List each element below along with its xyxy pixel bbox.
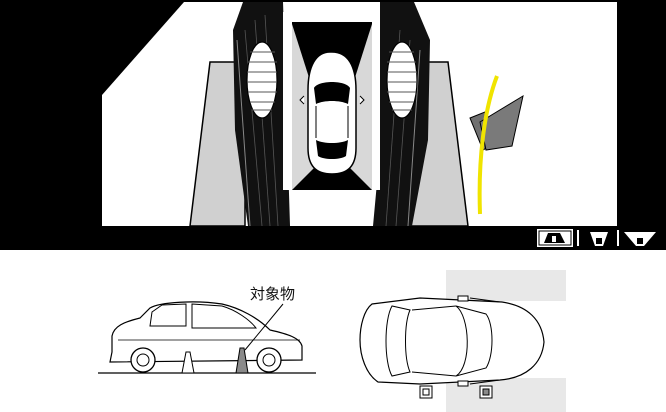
view-icons xyxy=(537,229,656,247)
right-side-view xyxy=(373,2,430,227)
ground-strip-left xyxy=(189,61,246,227)
guide-line xyxy=(477,75,499,215)
left-side-view xyxy=(233,2,290,227)
left-front-tire xyxy=(246,41,278,119)
object-leader-line xyxy=(244,303,284,351)
right-front-tire xyxy=(386,41,418,119)
object-label: 対象物 xyxy=(250,285,296,303)
rear-window xyxy=(316,140,348,159)
front-view-icon[interactable] xyxy=(590,232,608,246)
top-view-illustration xyxy=(359,270,566,412)
windshield xyxy=(314,82,350,104)
camera-display xyxy=(0,0,666,250)
side-cone-1 xyxy=(181,351,195,374)
side-cone-2 xyxy=(235,347,249,374)
top-view-icon[interactable] xyxy=(537,229,573,247)
own-car-top-view xyxy=(299,51,365,178)
front-wide-view-icon[interactable] xyxy=(624,232,656,246)
side-view-illustration xyxy=(98,301,316,374)
